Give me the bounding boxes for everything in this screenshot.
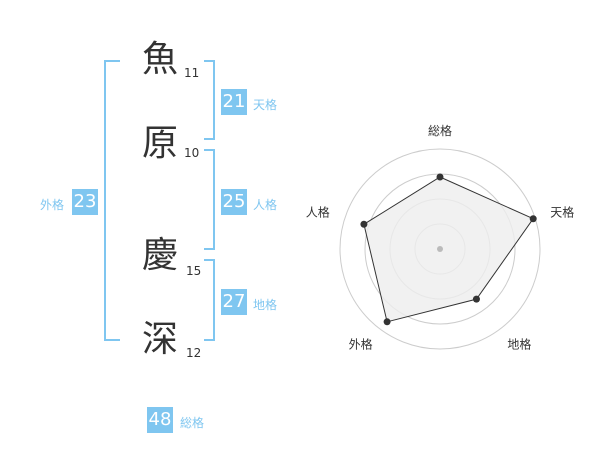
radar-point-3: [472, 295, 480, 303]
chikaku-label: 地格: [253, 298, 278, 312]
name-char-2: 原: [142, 123, 179, 164]
tenkaku-value: 21: [221, 89, 247, 115]
tenkaku-label: 天格: [253, 98, 278, 112]
gaikaku-value: 23: [72, 189, 98, 215]
stroke-count-2: 10: [184, 146, 200, 160]
name-char-4: 深: [142, 319, 179, 360]
radar-polygon: [363, 176, 534, 323]
chikaku-value: 27: [221, 289, 247, 315]
name-char-3: 慶: [142, 235, 179, 276]
radar-axis-label-3: 地格: [507, 336, 531, 351]
center-dot: [437, 246, 443, 252]
stroke-count-1: 11: [184, 66, 200, 80]
radar-axis-label-4: 外格: [349, 336, 373, 351]
jinkaku-value: 25: [221, 189, 247, 215]
radar-axis-label-5: 人格: [306, 205, 330, 220]
radar-axis-label-1: 総格: [428, 123, 452, 138]
radar-point-1: [436, 173, 444, 181]
soukaku-label: 総格: [180, 416, 205, 430]
stroke-count-3: 15: [186, 264, 202, 278]
name-char-1: 魚: [142, 39, 179, 80]
radar-point-4: [383, 318, 391, 326]
soukaku-value: 48: [147, 407, 173, 433]
jinkaku-label: 人格: [253, 198, 278, 212]
radar-axis-label-2: 天格: [550, 205, 574, 220]
radar-point-2: [529, 215, 537, 223]
grid-ring: [339, 148, 541, 350]
gaikaku-label: 外格: [40, 198, 65, 212]
stroke-count-4: 12: [186, 346, 202, 360]
radar-point-5: [360, 220, 368, 228]
